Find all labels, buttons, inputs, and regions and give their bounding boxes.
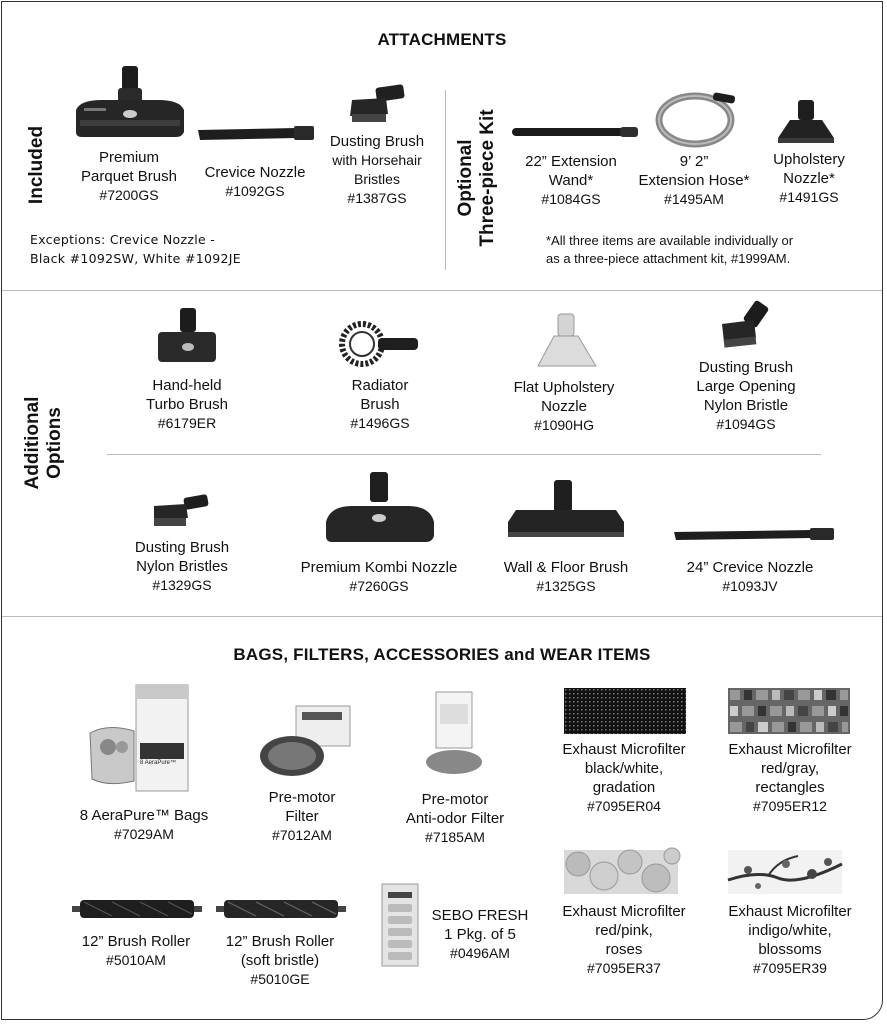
exhaust-37-caption: Exhaust Microfilter red/pink, roses #709…: [562, 903, 686, 976]
additional-options-label: Additional Options: [22, 396, 65, 490]
exhaust-39-image: [727, 850, 843, 894]
kombi-nozzle-caption: Premium Kombi Nozzle #7260GS: [300, 559, 458, 594]
parquet-brush-image: [76, 66, 184, 137]
radiator-brush-image: [339, 321, 418, 367]
extension-wand-image: [512, 127, 638, 137]
dusting-brush-nylon-caption: Dusting Brush Nylon Bristles #1329GS: [134, 539, 230, 593]
section-divider-2: [2, 616, 882, 617]
wall-floor-brush-caption: Wall & Floor Brush #1325GS: [503, 559, 629, 594]
bags-heading: BAGS, FILTERS, ACCESSORIES and WEAR ITEM…: [233, 645, 651, 664]
wall-floor-brush-image: [508, 480, 624, 537]
extension-hose-image: [655, 92, 736, 148]
exhaust-12-caption: Exhaust Microfilter red/gray, rectangles…: [728, 741, 852, 814]
crevice-nozzle-24-image: [674, 528, 834, 540]
exhaust-04-image: [564, 688, 686, 734]
exhaust-39-caption: Exhaust Microfilter indigo/white, blosso…: [728, 903, 852, 976]
aerapure-bags-image: [89, 684, 189, 792]
attachments-heading: ATTACHMENTS: [377, 30, 507, 49]
dusting-brush-large-image: [722, 300, 769, 348]
antiodor-filter-image: [426, 691, 482, 774]
optional-kit-label: Optional Three-piece Kit: [455, 109, 498, 247]
crevice-nozzle-24-caption: 24” Crevice Nozzle #1093JV: [686, 559, 814, 594]
kombi-nozzle-image: [326, 472, 434, 542]
dusting-brush-large-caption: Dusting Brush Large Opening Nylon Bristl…: [696, 359, 796, 432]
exhaust-12-image: [728, 688, 850, 734]
dusting-brush-horsehair-image: [350, 84, 405, 122]
premotor-filter-caption: Pre-motor Filter #7012AM: [268, 789, 336, 843]
brush-roller-caption: 12” Brush Roller #5010AM: [81, 933, 191, 968]
turbo-brush-image: [158, 308, 216, 362]
extension-wand-caption: 22” Extension Wand* #1084GS: [525, 153, 617, 207]
dusting-brush-horsehair-caption: Dusting Brush with Horsehair Bristles #1…: [329, 133, 425, 206]
included-label: Included: [26, 125, 47, 205]
brush-roller-image: [72, 900, 202, 918]
flat-upholstery-nozzle-image: [537, 313, 597, 367]
antiodor-filter-caption: Pre-motor Anti-odor Filter #7185AM: [405, 791, 505, 845]
kit-note: *All three items are available individua…: [546, 233, 794, 266]
additional-row-divider: [107, 454, 821, 455]
aerapure-caption: 8 AeraPure™ Bags #7029AM: [79, 807, 209, 842]
section-divider-vertical: [445, 90, 446, 270]
exhaust-04-caption: Exhaust Microfilter black/white, gradati…: [562, 741, 686, 814]
extension-hose-caption: 9’ 2” Extension Hose* #1495AM: [638, 153, 750, 207]
crevice-nozzle-caption: Crevice Nozzle #1092GS: [204, 164, 306, 199]
exceptions-note: Exceptions: Crevice Nozzle - Black #1092…: [30, 232, 241, 266]
flat-upholstery-nozzle-caption: Flat Upholstery Nozzle #1090HG: [513, 379, 615, 433]
brush-roller-soft-image: [216, 900, 346, 918]
aerapure-box-text: 8 AeraPure™: [140, 760, 177, 766]
upholstery-nozzle-caption: Upholstery Nozzle* #1491GS: [773, 151, 845, 205]
upholstery-nozzle-image: [778, 100, 834, 143]
brush-roller-soft-caption: 12” Brush Roller (soft bristle) #5010GE: [225, 933, 335, 987]
turbo-brush-caption: Hand-held Turbo Brush #6179ER: [146, 377, 228, 431]
exhaust-37-image: [564, 847, 681, 894]
sebo-fresh-image: [381, 883, 419, 967]
crevice-nozzle-image: [198, 126, 314, 140]
premotor-filter-image: [260, 705, 351, 776]
dusting-brush-nylon-image: [154, 494, 209, 526]
radiator-brush-caption: Radiator Brush #1496GS: [350, 377, 410, 431]
parquet-brush-caption: Premium Parquet Brush #7200GS: [81, 149, 177, 203]
sebo-fresh-caption: SEBO FRESH 1 Pkg. of 5 #0496AM: [431, 907, 529, 961]
section-divider-1: [2, 290, 882, 291]
